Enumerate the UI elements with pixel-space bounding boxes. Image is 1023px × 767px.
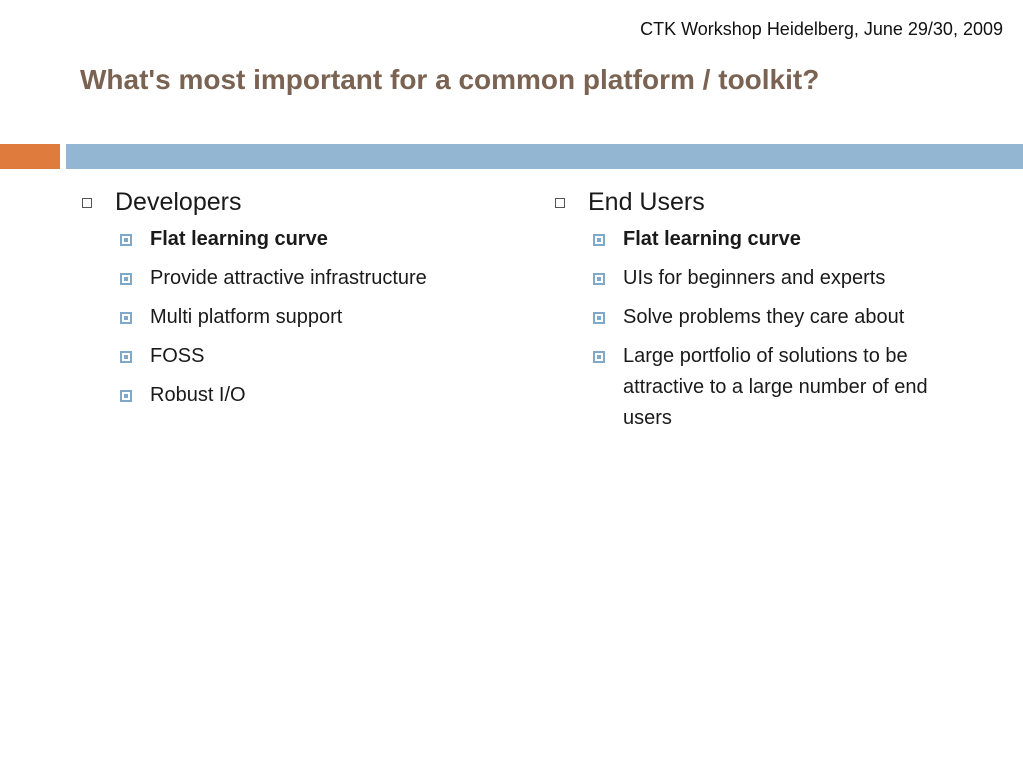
list-item: Large portfolio of solutions to be attra… [593,341,973,434]
list-item: FOSS [120,341,500,372]
square-bullet-icon [593,312,605,324]
list-item-label: FOSS [150,345,205,367]
list-item: Robust I/O [120,380,500,411]
list-item-label: Provide attractive infrastructure [150,267,427,289]
developers-sublist: Flat learning curve Provide attractive i… [80,224,500,411]
list-item-label: Solve problems they care about [623,306,905,328]
list-item: Solve problems they care about [593,302,973,333]
square-bullet-icon [593,273,605,285]
accent-bar-orange [0,144,60,169]
list-item-end-users: End Users [553,186,973,218]
accent-bar-blue [66,144,1023,169]
square-bullet-icon [120,273,132,285]
list-item: Multi platform support [120,302,500,333]
square-bullet-icon [120,390,132,402]
list-item-developers: Developers [80,186,500,218]
list-item: Provide attractive infrastructure [120,263,500,294]
square-bullet-icon [555,198,565,208]
list-item: UIs for beginners and experts [593,263,973,294]
square-bullet-icon [593,351,605,363]
list-item-label: Multi platform support [150,306,343,328]
list-item: Flat learning curve [593,224,973,255]
list-item-label: Robust I/O [150,384,246,406]
square-bullet-icon [82,198,92,208]
square-bullet-icon [120,312,132,324]
column-heading: End Users [588,188,705,216]
list-item: Flat learning curve [120,224,500,255]
list-item-label: Flat learning curve [150,228,328,250]
list-item-label: UIs for beginners and experts [623,267,886,289]
column-end-users: End Users Flat learning curve UIs for be… [553,186,973,442]
square-bullet-icon [120,234,132,246]
column-heading: Developers [115,188,242,216]
header-event-text: CTK Workshop Heidelberg, June 29/30, 200… [640,19,1003,39]
list-item-label: Large portfolio of solutions to be attra… [623,345,928,429]
square-bullet-icon [120,351,132,363]
list-item-label: Flat learning curve [623,228,801,250]
square-bullet-icon [593,234,605,246]
slide-title: What's most important for a common platf… [80,64,820,95]
column-developers: Developers Flat learning curve Provide a… [80,186,500,419]
end-users-sublist: Flat learning curve UIs for beginners an… [553,224,973,434]
